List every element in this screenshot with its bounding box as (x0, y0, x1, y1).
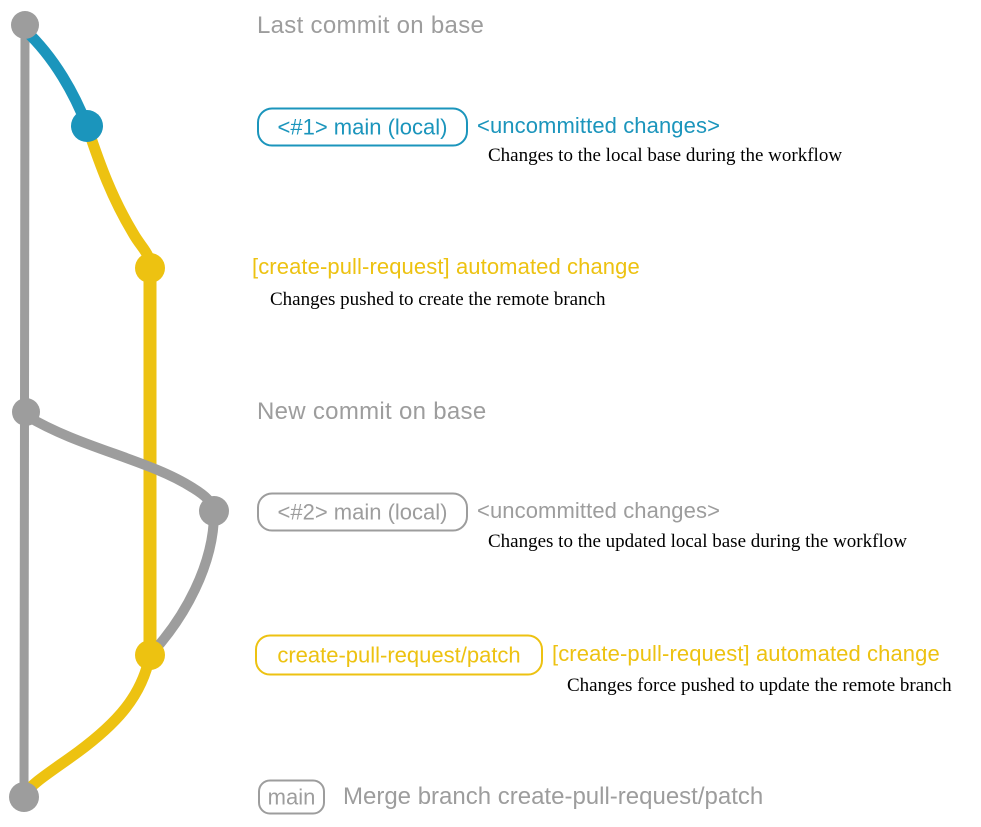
badge-main-local-2: <#2> main (local) (257, 492, 468, 532)
branch-curve-rebase-out (22, 411, 219, 516)
branch-curve-merge-to-base (18, 649, 156, 801)
label-automated-change-1: [create-pull-request] automated change (252, 254, 640, 279)
badge-main-local-2-label: <#2> main (local) (277, 499, 448, 524)
badge-main-local-1-label: <#1> main (local) (277, 114, 448, 139)
label-uncommitted-changes-2: <uncommitted changes> (477, 498, 721, 523)
badge-create-pull-request-patch-label: create-pull-request/patch (277, 642, 521, 667)
label-automated-change-2: [create-pull-request] automated change (552, 641, 940, 666)
description-uncommitted-1: Changes to the local base during the wor… (488, 145, 843, 166)
label-last-commit-on-base: Last commit on base (257, 12, 485, 39)
branch-curve-create-remote (82, 123, 156, 274)
label-new-commit-on-base: New commit on base (257, 398, 487, 425)
commit-node-remote-1 (135, 253, 165, 283)
description-push-create: Changes pushed to create the remote bran… (270, 289, 606, 310)
badge-main: main (258, 779, 325, 815)
commit-node-remote-2 (135, 640, 165, 670)
description-uncommitted-2: Changes to the updated local base during… (488, 531, 907, 552)
commit-node-last-base (11, 11, 39, 39)
description-push-force: Changes force pushed to update the remot… (567, 675, 952, 696)
commit-node-local-2 (199, 496, 229, 526)
badge-main-local-1: <#1> main (local) (257, 107, 468, 147)
badge-create-pull-request-patch: create-pull-request/patch (255, 634, 543, 676)
label-merge-branch: Merge branch create-pull-request/patch (343, 783, 764, 810)
label-uncommitted-changes-1: <uncommitted changes> (477, 113, 721, 138)
commit-node-merge (9, 782, 39, 812)
badge-main-label: main (267, 784, 316, 809)
branch-curve-force-push (147, 508, 219, 658)
commit-node-local-1 (71, 110, 103, 142)
branch-curve-local-changes (19, 24, 93, 132)
commit-node-new-base (12, 398, 40, 426)
